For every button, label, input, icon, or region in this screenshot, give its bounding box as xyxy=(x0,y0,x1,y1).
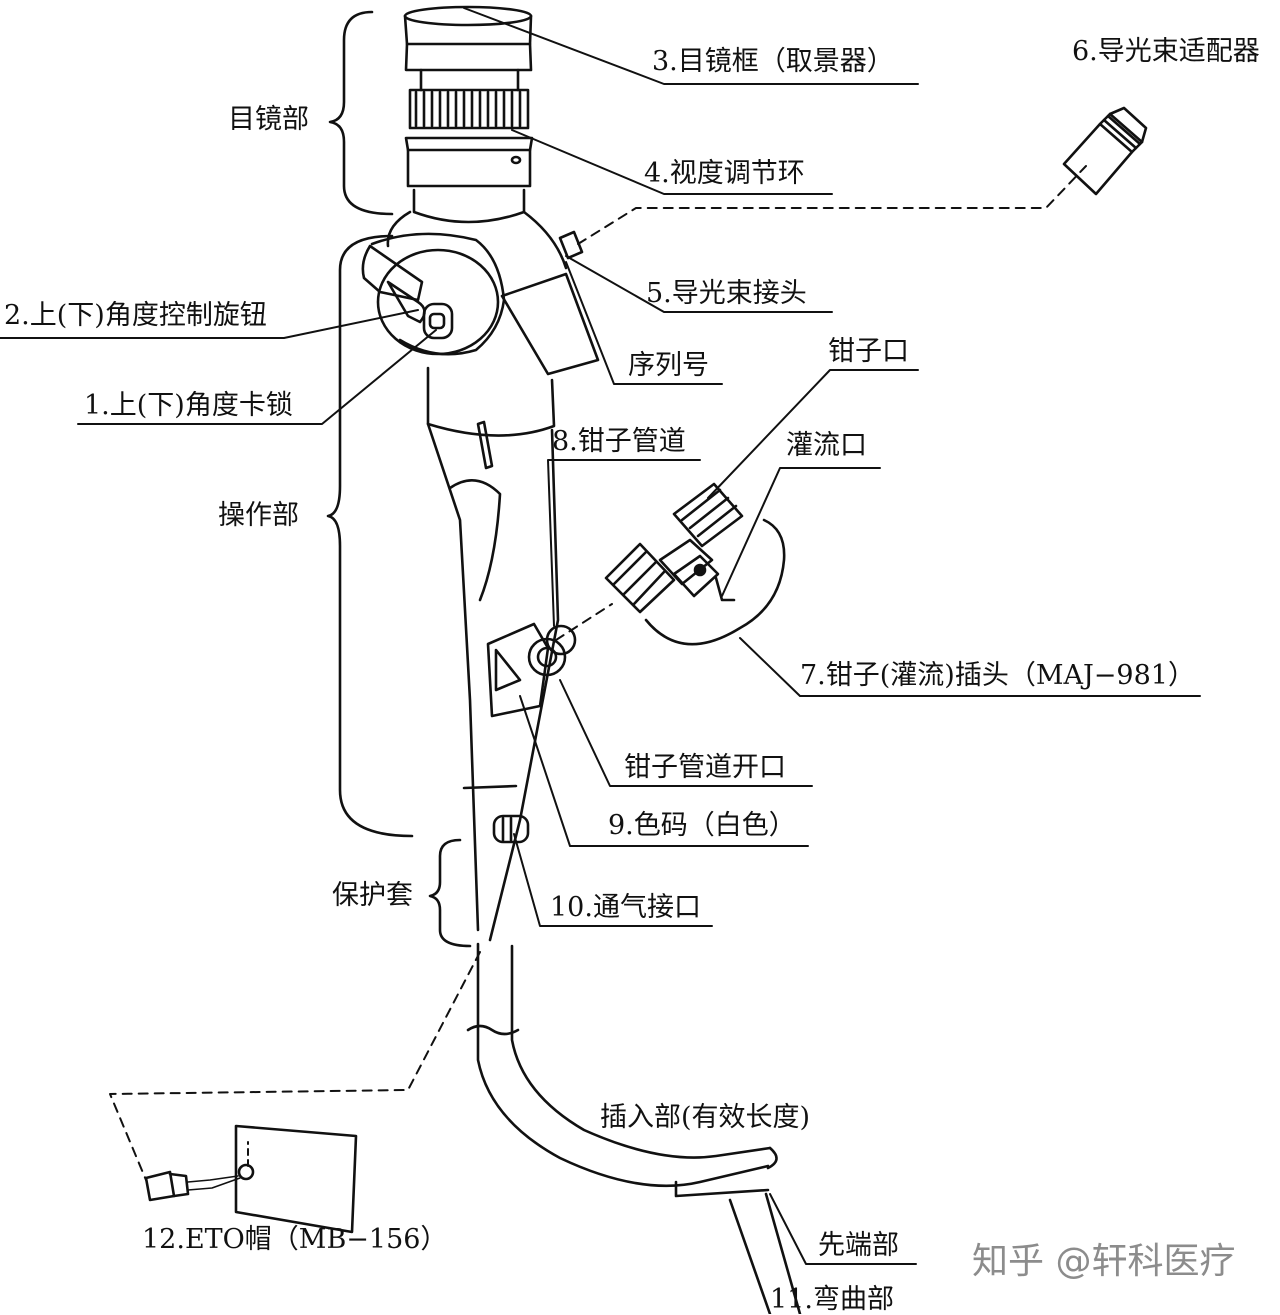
label-angle-knob: 2.上(下)角度控制旋钮 xyxy=(4,300,267,331)
label-forceps-port: 钳子口 xyxy=(828,336,909,367)
label-serial-number: 序列号 xyxy=(628,350,709,381)
eyepiece-assembly xyxy=(403,5,534,224)
section-label-control: 操作部 xyxy=(218,500,299,531)
label-bending-section: 11.弯曲部 xyxy=(770,1284,894,1315)
label-eto-cap: 12.ETO帽（MB−156） xyxy=(142,1224,448,1255)
section-braces xyxy=(326,10,472,948)
label-diopter-ring: 4.视度调节环 xyxy=(644,158,805,189)
label-irrigation-port: 灌流口 xyxy=(786,430,867,461)
label-forceps-channel: 8.钳子管道 xyxy=(552,426,686,457)
leader-lines xyxy=(0,7,1201,1265)
label-channel-opening: 钳子管道开口 xyxy=(624,752,786,783)
control-body xyxy=(361,210,600,942)
label-light-guide-adapter: 6.导光束适配器 xyxy=(1072,36,1260,67)
label-light-guide-connector: 5.导光束接头 xyxy=(646,278,807,309)
eto-cap xyxy=(144,1124,358,1234)
label-angle-lock: 1.上(下)角度卡锁 xyxy=(84,390,293,421)
light-guide-adapter xyxy=(1062,106,1148,196)
watermark: 知乎 @轩科医疗 xyxy=(972,1241,1236,1282)
label-color-code: 9.色码（白色） xyxy=(608,810,796,841)
label-eyepiece-frame: 3.目镜框（取景器） xyxy=(652,46,894,77)
forceps-plug xyxy=(604,482,786,646)
section-label-eyepiece: 目镜部 xyxy=(228,104,309,135)
label-insertion-section: 插入部(有效长度) xyxy=(600,1102,811,1133)
label-vent-connector: 10.通气接口 xyxy=(550,892,701,923)
label-forceps-plug: 7.钳子(灌流)插头（MAJ−981） xyxy=(800,660,1195,691)
insertion-tube xyxy=(466,942,802,1314)
dashed-connectors xyxy=(109,165,1087,1181)
section-label-boot: 保护套 xyxy=(332,880,413,911)
label-distal-end: 先端部 xyxy=(818,1230,899,1261)
